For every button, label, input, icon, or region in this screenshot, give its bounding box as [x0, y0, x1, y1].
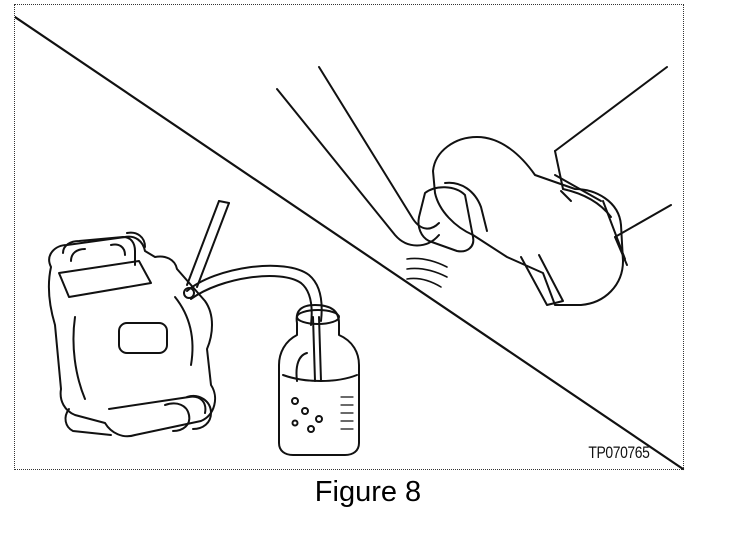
- motion-lines: [406, 257, 448, 288]
- collection-bottle: [278, 304, 360, 456]
- figure-caption: Figure 8: [314, 476, 422, 508]
- panel-divider: [15, 15, 685, 471]
- figure-frame: TP070765: [14, 4, 685, 471]
- bleeder-wrench: [186, 200, 230, 288]
- brake-caliper: [47, 231, 217, 438]
- foot-shoe: [432, 136, 626, 306]
- trouser-leg: [554, 66, 672, 266]
- bleeder-hose: [183, 264, 323, 382]
- brake-pedal: [276, 66, 475, 253]
- illustration: [15, 15, 685, 471]
- figure-code-label: TP070765: [587, 443, 649, 462]
